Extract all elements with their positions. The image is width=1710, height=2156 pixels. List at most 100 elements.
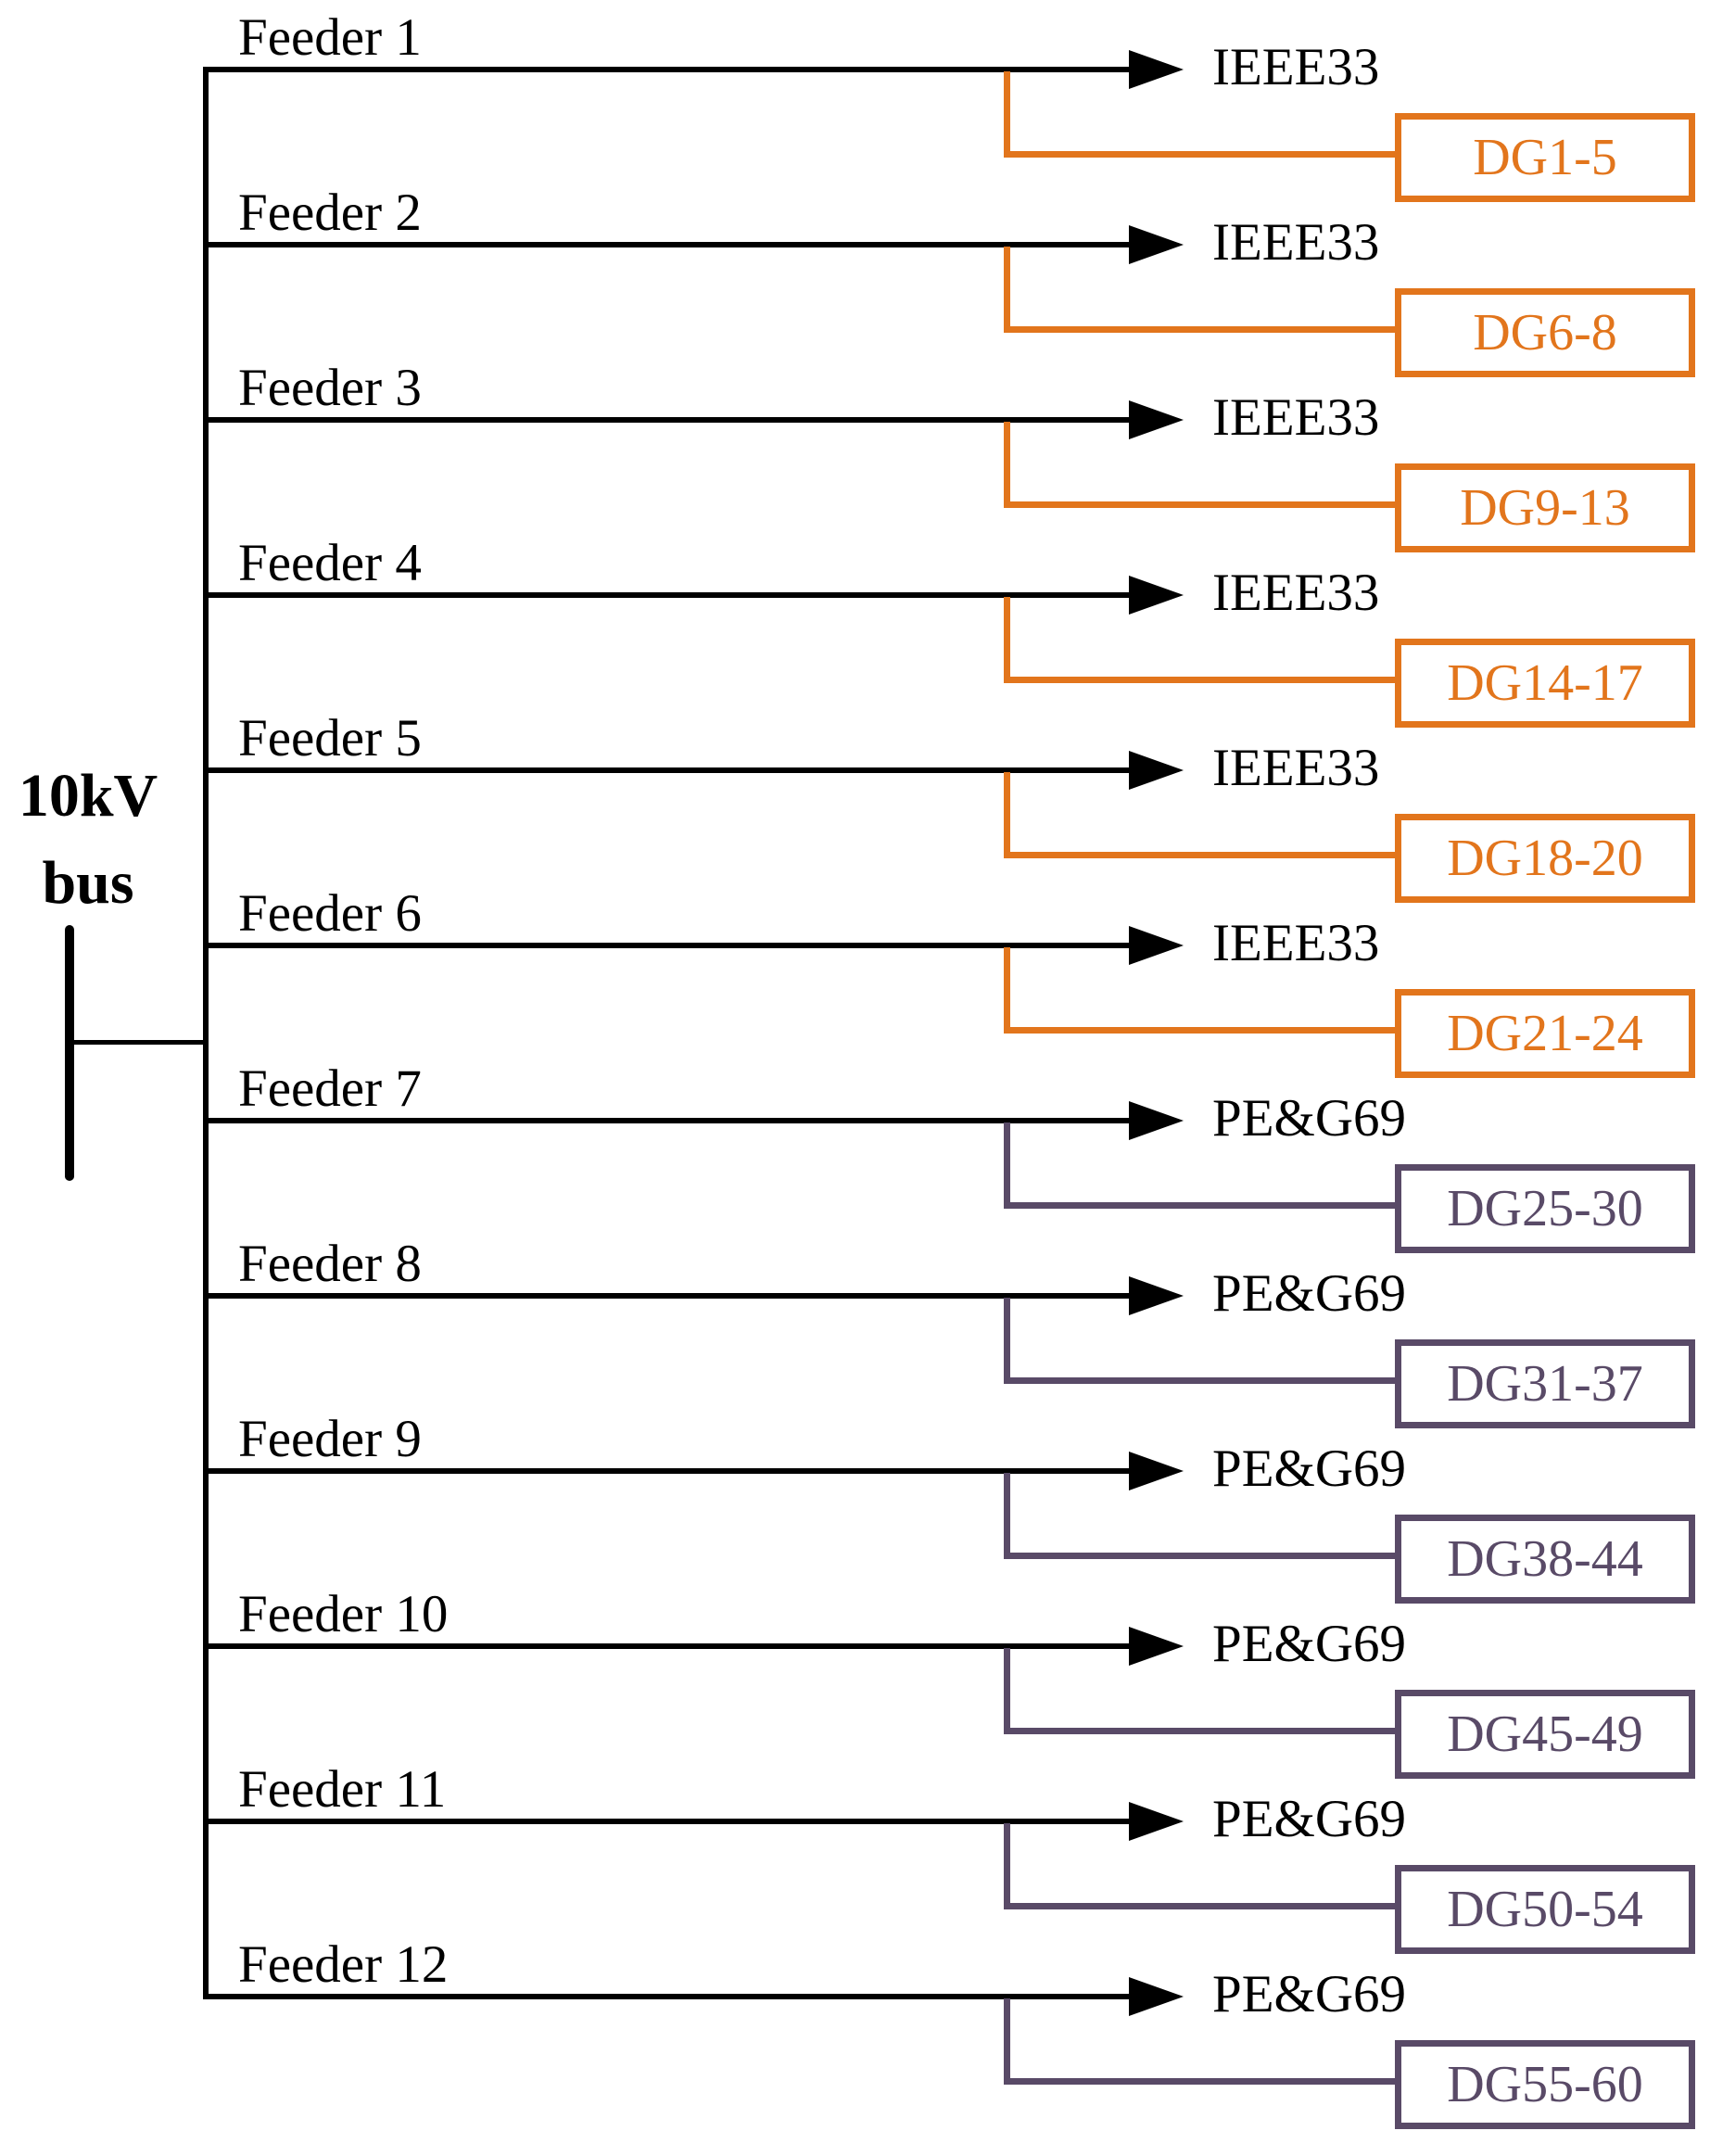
- dg-label: DG31-37: [1447, 1355, 1643, 1413]
- bus-bar: [65, 925, 74, 1181]
- arrow-right-icon: [1129, 1276, 1184, 1315]
- bus-connector-line: [70, 1040, 209, 1045]
- feeder-label: Feeder 10: [238, 1585, 449, 1643]
- dg-drop-horizontal-line: [1004, 1027, 1401, 1034]
- network-label: PE&G69: [1212, 1264, 1407, 1323]
- arrow-right-icon: [1129, 1977, 1184, 2016]
- feeder-line: [203, 767, 1129, 773]
- feeder-line: [203, 1118, 1129, 1123]
- dg-label: DG21-24: [1447, 1005, 1643, 1062]
- network-label: PE&G69: [1212, 1790, 1407, 1848]
- dg-box: DG25-30: [1395, 1164, 1695, 1253]
- network-label: IEEE33: [1212, 914, 1380, 972]
- dg-drop-vertical-line: [1004, 71, 1010, 155]
- dg-box: DG6-8: [1395, 288, 1695, 377]
- dg-drop-horizontal-line: [1004, 1728, 1401, 1734]
- dg-box: DG14-17: [1395, 639, 1695, 728]
- dg-box: DG18-20: [1395, 814, 1695, 903]
- dg-drop-horizontal-line: [1004, 1553, 1401, 1559]
- dg-label: DG38-44: [1447, 1530, 1643, 1588]
- feeder-label: Feeder 12: [238, 1935, 449, 1994]
- arrow-right-icon: [1129, 1101, 1184, 1140]
- arrow-right-icon: [1129, 1452, 1184, 1490]
- arrow-right-icon: [1129, 926, 1184, 965]
- bus-label-line1: 10kV: [18, 762, 158, 830]
- dg-drop-vertical-line: [1004, 597, 1010, 680]
- network-label: IEEE33: [1212, 38, 1380, 96]
- feeder-label: Feeder 8: [238, 1235, 422, 1293]
- dg-label: DG25-30: [1447, 1180, 1643, 1237]
- arrow-right-icon: [1129, 1627, 1184, 1666]
- arrow-right-icon: [1129, 50, 1184, 89]
- bus-label-line2: bus: [42, 849, 134, 917]
- dg-label: DG14-17: [1447, 654, 1643, 712]
- dg-box: DG45-49: [1395, 1690, 1695, 1779]
- feeder-line: [203, 943, 1129, 948]
- dg-label: DG50-54: [1447, 1881, 1643, 1938]
- dg-drop-horizontal-line: [1004, 2078, 1401, 2085]
- arrow-right-icon: [1129, 225, 1184, 264]
- dg-label: DG9-13: [1460, 479, 1630, 537]
- dg-drop-horizontal-line: [1004, 326, 1401, 333]
- feeder-label: Feeder 3: [238, 359, 422, 417]
- network-label: IEEE33: [1212, 213, 1380, 272]
- arrow-right-icon: [1129, 1802, 1184, 1841]
- dg-drop-horizontal-line: [1004, 677, 1401, 683]
- dg-drop-horizontal-line: [1004, 151, 1401, 158]
- arrow-right-icon: [1129, 576, 1184, 615]
- feeder-line: [203, 592, 1129, 598]
- network-label: PE&G69: [1212, 1439, 1407, 1498]
- feeder-label: Feeder 6: [238, 884, 422, 943]
- feeder-label: Feeder 7: [238, 1059, 422, 1118]
- dg-drop-horizontal-line: [1004, 501, 1401, 508]
- dg-drop-vertical-line: [1004, 947, 1010, 1031]
- feeder-line: [203, 1293, 1129, 1299]
- network-label: PE&G69: [1212, 1965, 1407, 2023]
- bus-label: 10kV bus: [5, 753, 171, 927]
- dg-drop-vertical-line: [1004, 1122, 1010, 1206]
- feeder-line: [203, 417, 1129, 423]
- dg-drop-vertical-line: [1004, 1823, 1010, 1907]
- dg-box: DG1-5: [1395, 113, 1695, 202]
- dg-label: DG6-8: [1473, 304, 1617, 361]
- network-label: PE&G69: [1212, 1615, 1407, 1673]
- network-label: IEEE33: [1212, 388, 1380, 447]
- dg-drop-vertical-line: [1004, 1998, 1010, 2082]
- network-label: IEEE33: [1212, 564, 1380, 622]
- dg-drop-vertical-line: [1004, 1473, 1010, 1556]
- feeder-line: [203, 1643, 1129, 1649]
- dg-drop-horizontal-line: [1004, 1903, 1401, 1909]
- dg-box: DG38-44: [1395, 1515, 1695, 1604]
- dg-box: DG9-13: [1395, 463, 1695, 552]
- feeder-line: [203, 1819, 1129, 1824]
- feeder-label: Feeder 5: [238, 709, 422, 767]
- feeder-label: Feeder 1: [238, 8, 422, 67]
- dg-drop-vertical-line: [1004, 1298, 1010, 1381]
- feeder-label: Feeder 11: [238, 1760, 447, 1819]
- feeder-label: Feeder 4: [238, 534, 422, 592]
- feeder-line: [203, 1468, 1129, 1474]
- feeder-line: [203, 242, 1129, 247]
- feeder-line: [203, 1994, 1129, 1999]
- dg-box: DG50-54: [1395, 1865, 1695, 1954]
- arrow-right-icon: [1129, 751, 1184, 790]
- bus-trunk-line: [203, 67, 209, 1999]
- dg-box: DG21-24: [1395, 989, 1695, 1078]
- dg-label: DG18-20: [1447, 830, 1643, 887]
- dg-drop-vertical-line: [1004, 1648, 1010, 1731]
- dg-drop-horizontal-line: [1004, 852, 1401, 858]
- dg-drop-horizontal-line: [1004, 1377, 1401, 1384]
- dg-box: DG55-60: [1395, 2040, 1695, 2129]
- dg-label: DG45-49: [1447, 1706, 1643, 1763]
- dg-drop-horizontal-line: [1004, 1202, 1401, 1209]
- arrow-right-icon: [1129, 400, 1184, 439]
- dg-drop-vertical-line: [1004, 772, 1010, 856]
- network-label: IEEE33: [1212, 739, 1380, 797]
- dg-label: DG1-5: [1473, 129, 1617, 186]
- dg-box: DG31-37: [1395, 1339, 1695, 1428]
- dg-label: DG55-60: [1447, 2056, 1643, 2113]
- feeder-label: Feeder 9: [238, 1410, 422, 1468]
- dg-drop-vertical-line: [1004, 247, 1010, 330]
- network-label: PE&G69: [1212, 1089, 1407, 1148]
